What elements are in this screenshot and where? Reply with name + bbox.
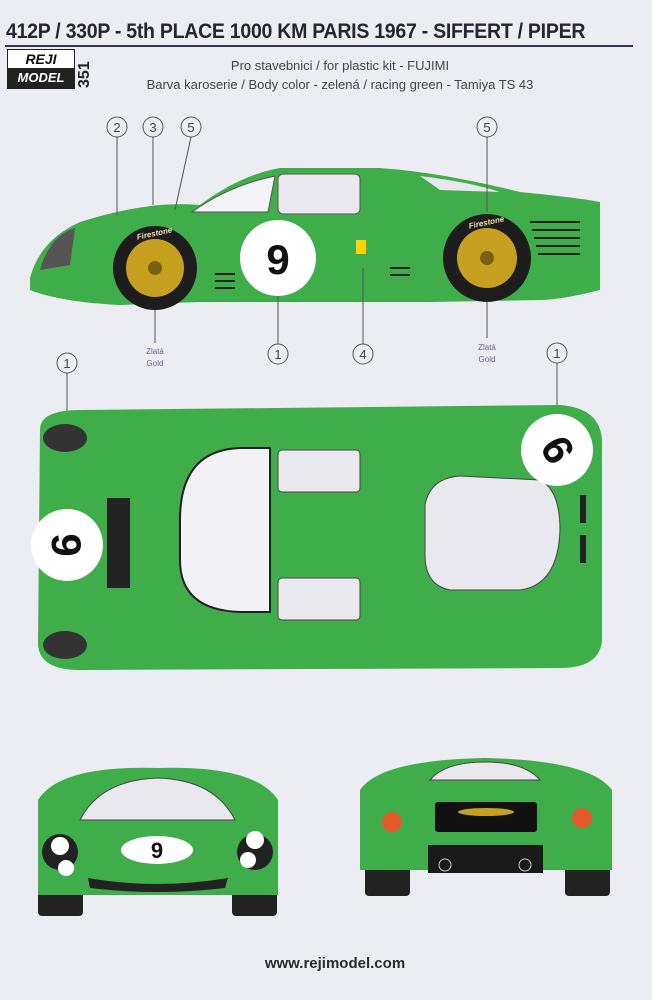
logo-bottom: MODEL [8,68,74,88]
callout-4: 4 [359,347,366,362]
body-color-line: Barva karoserie / Body color - zelená / … [146,77,534,92]
callout-5: 5 [187,120,194,135]
callout-3: 3 [149,120,156,135]
side-view: 9 Firestone Firestone [30,168,600,310]
race-number: 9 [43,533,90,556]
callout-1: 1 [63,356,70,371]
kit-line: Pro stavebnici / for plastic kit - FUJIM… [230,58,450,73]
race-number: 9 [266,236,289,283]
race-number: 9 [151,838,163,863]
wheel-rear: Firestone [443,214,531,302]
callout-2: 2 [113,120,120,135]
reji-model-logo: REJI MODEL [7,49,75,89]
callout-1: 1 [553,346,560,361]
gold-label-en: Gold [147,359,164,368]
gold-label-cz: Zlatá [478,343,496,352]
rear-view [360,758,612,896]
callout-1: 1 [274,347,281,362]
website-url: www.rejimodel.com [264,955,406,972]
logo-top: REJI [25,51,57,67]
gold-label-cz: Zlatá [146,347,164,356]
top-view: 9 9 [31,405,602,670]
front-view: 9 [38,767,278,916]
title-underline [5,45,633,47]
ferrari-emblem [356,240,366,254]
sheet-title: 412P / 330P - 5th PLACE 1000 KM PARIS 19… [6,20,586,43]
race-number-roundel [240,220,316,296]
wheel-front: Firestone [113,225,197,310]
gold-label-en: Gold [479,355,496,364]
callout-5: 5 [483,120,490,135]
